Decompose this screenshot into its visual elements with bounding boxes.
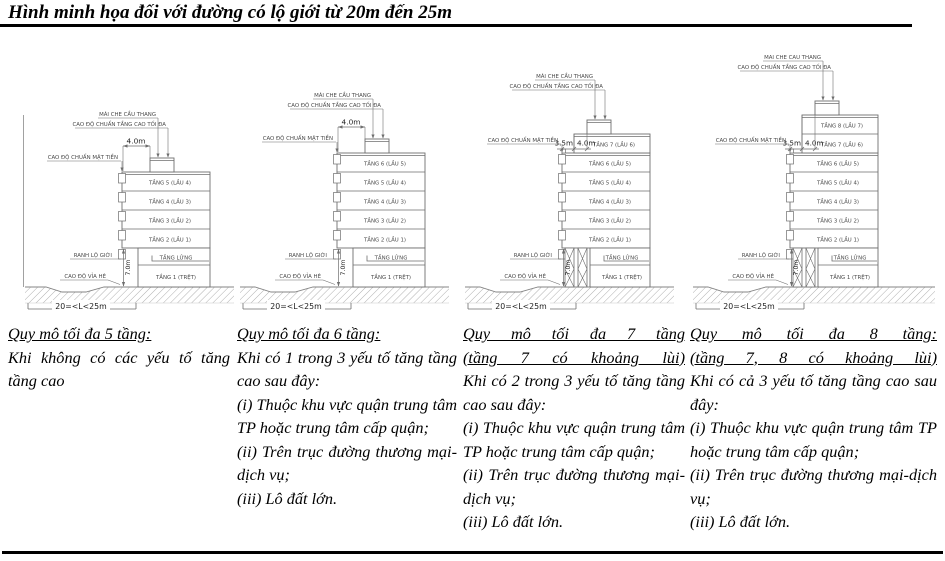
svg-text:TẦNG 5 (LẦU 4): TẦNG 5 (LẦU 4) [816,179,859,187]
building-section-diagram-1: TẦNG 5 (LẦU 4) TẦNG 4 (LẦU 3) TẦNG 3 (LẦU … [22,55,237,317]
building-section-diagram-3: TẦNG 6 (LẦU 5) TẦNG 5 (LẦU 4) TẦNG 4 (LẦU … [462,55,677,317]
svg-text:7.0m: 7.0m [340,260,347,276]
svg-text:CAO ĐỘ CHUẨN TẦNG CAO TỐI ĐA: CAO ĐỘ CHUẨN TẦNG CAO TỐI ĐA [738,63,832,71]
caption-2-body-4: (iii) Lô đất lớn. [237,488,338,508]
svg-text:TẦNG LỬNG: TẦNG LỬNG [159,254,193,262]
caption-3-body-3: (ii) Trên trục đường thương mại-dịch vụ; [463,465,685,508]
svg-text:TẦNG 4 (LẦU 3): TẦNG 4 (LẦU 3) [148,198,191,206]
svg-text:CAO ĐỘ VỈA HÈ: CAO ĐỘ VỈA HÈ [732,272,774,280]
svg-text:CAO ĐỘ CHUẨN MẶT TIỀN: CAO ĐỘ CHUẨN MẶT TIỀN [48,153,118,161]
svg-text:CAO ĐỘ CHUẨN TẦNG CAO TỐI ĐA: CAO ĐỘ CHUẨN TẦNG CAO TỐI ĐA [73,120,167,128]
svg-text:TẦNG 7 (LẦU 6): TẦNG 7 (LẦU 6) [592,141,635,149]
caption-column-3: Quy mô tối đa 7 tầng (tầng 7 có khoảng lù… [463,322,685,534]
caption-1-body-1: Khi không có các yếu tố tăng tầng cao [8,347,230,391]
svg-text:RANH LỘ GIỚI: RANH LỘ GIỚI [742,252,781,259]
svg-text:TẦNG 6 (LẦU 5): TẦNG 6 (LẦU 5) [816,160,859,168]
svg-text:TẦNG 4 (LẦU 3): TẦNG 4 (LẦU 3) [363,198,406,206]
svg-text:TẦNG 2 (LẦU 1): TẦNG 2 (LẦU 1) [148,236,191,244]
svg-text:TẦNG 3 (LẦU 2): TẦNG 3 (LẦU 2) [363,217,406,225]
caption-4-body-4: (iii) Lô đất lớn. [690,512,791,531]
caption-4-title-2: (tầng 7, 8 có khoảng lùi) [690,347,937,367]
svg-text:TẦNG 5 (LẦU 4): TẦNG 5 (LẦU 4) [363,179,406,187]
svg-text:CAO ĐỘ VỈA HÈ: CAO ĐỘ VỈA HÈ [279,272,321,280]
svg-text:TẦNG 5 (LẦU 4): TẦNG 5 (LẦU 4) [148,179,191,187]
caption-4-body-3: (ii) Trên trục đường thương mại-dịch vụ; [690,465,937,508]
svg-text:CAO ĐỘ CHUẨN TẦNG CAO TỐI ĐA: CAO ĐỘ CHUẨN TẦNG CAO TỐI ĐA [510,82,604,90]
caption-2-title-1: Quy mô tối đa 6 tầng: [237,324,381,343]
svg-text:20=<L<25m: 20=<L<25m [723,302,774,311]
svg-text:TẦNG 7 (LẦU 6): TẦNG 7 (LẦU 6) [820,141,863,149]
svg-text:RANH LỘ GIỚI: RANH LỘ GIỚI [514,252,553,259]
svg-text:20=<L<25m: 20=<L<25m [495,302,546,311]
svg-text:TẦNG 8 (LẦU 7): TẦNG 8 (LẦU 7) [820,122,863,130]
svg-text:TẦNG 6 (LẦU 5): TẦNG 6 (LẦU 5) [363,160,406,168]
svg-text:TẦNG LỬNG: TẦNG LỬNG [374,254,408,262]
svg-text:CAO ĐỘ CHUẨN TẦNG CAO TỐI ĐA: CAO ĐỘ CHUẨN TẦNG CAO TỐI ĐA [288,101,382,109]
svg-text:CAO ĐỘ VỈA HÈ: CAO ĐỘ VỈA HÈ [504,272,546,280]
svg-text:CAO ĐỘ CHUẨN MẶT TIỀN: CAO ĐỘ CHUẨN MẶT TIỀN [263,134,333,142]
svg-text:TẦNG 4 (LẦU 3): TẦNG 4 (LẦU 3) [816,198,859,206]
svg-text:CAO ĐỘ CHUẨN MẶT TIỀN: CAO ĐỘ CHUẨN MẶT TIỀN [488,136,558,144]
svg-text:CAO ĐỘ CHUẨN MẶT TIỀN: CAO ĐỘ CHUẨN MẶT TIỀN [716,136,786,144]
svg-text:20=<L<25m: 20=<L<25m [55,302,106,311]
svg-text:TẦNG 2 (LẦU 1): TẦNG 2 (LẦU 1) [816,236,859,244]
svg-text:MÁI CHE CẦU THANG: MÁI CHE CẦU THANG [536,72,593,80]
svg-text:7.0m: 7.0m [565,260,572,276]
caption-column-4: Quy mô tối đa 8 tầng: (tầng 7, 8 có khoản… [690,322,937,534]
caption-2-body-2: (i) Thuộc khu vực quận trung tâm TP hoặc… [237,394,457,438]
svg-text:TẦNG 1 (TRỆT): TẦNG 1 (TRỆT) [155,273,196,281]
caption-3-title-2: (tầng 7 có khoảng lùi) [463,347,685,367]
svg-text:MÁI CHE CẦU THANG: MÁI CHE CẦU THANG [314,91,371,99]
svg-text:20=<L<25m: 20=<L<25m [270,302,321,311]
svg-text:7.0m: 7.0m [125,260,132,276]
caption-2-body-3: (ii) Trên trục đường thương mại-dịch vụ; [237,441,457,485]
svg-text:TẦNG 2 (LẦU 1): TẦNG 2 (LẦU 1) [588,236,631,244]
page-title: Hình minh họa đối với đường có lộ giới t… [8,2,452,23]
caption-3-title-1: Quy mô tối đa 7 tầng [463,324,685,343]
svg-text:TẦNG 3 (LẦU 2): TẦNG 3 (LẦU 2) [148,217,191,225]
svg-text:RANH LỘ GIỚI: RANH LỘ GIỚI [74,252,113,259]
section-max-8-floors: TẦNG 6 (LẦU 5) TẦNG 5 (LẦU 4) TẦNG 4 (LẦU … [693,55,935,311]
svg-text:3.5m: 3.5m [555,139,573,148]
bottom-border-rule [2,551,943,554]
caption-column-1: Quy mô tối đa 5 tầng: Khi không có các yế… [8,322,230,393]
caption-column-2: Quy mô tối đa 6 tầng: Khi có 1 trong 3 yế… [237,322,457,510]
caption-3-body-1: Khi có 2 trong 3 yếu tố tăng tầng cao sa… [463,371,685,414]
svg-text:MÁI CHE CẦU THANG: MÁI CHE CẦU THANG [99,110,156,118]
svg-text:TẦNG 4 (LẦU 3): TẦNG 4 (LẦU 3) [588,198,631,206]
svg-text:MÁI CHE CẦU THANG: MÁI CHE CẦU THANG [764,55,821,61]
svg-text:TẦNG 6 (LẦU 5): TẦNG 6 (LẦU 5) [588,160,631,168]
svg-text:CAO ĐỘ VỈA HÈ: CAO ĐỘ VỈA HÈ [64,272,106,280]
caption-1-title-1: Quy mô tối đa 5 tầng: [8,324,152,343]
section-max-7-floors: TẦNG 6 (LẦU 5) TẦNG 5 (LẦU 4) TẦNG 4 (LẦU … [465,72,674,311]
section-max-5-floors: TẦNG 5 (LẦU 4) TẦNG 4 (LẦU 3) TẦNG 3 (LẦU … [23,110,234,311]
svg-text:TẦNG LỬNG: TẦNG LỬNG [833,254,867,262]
svg-text:TẦNG 5 (LẦU 4): TẦNG 5 (LẦU 4) [588,179,631,187]
svg-text:TẦNG 1 (TRỆT): TẦNG 1 (TRỆT) [370,273,411,281]
svg-text:RANH LỘ GIỚI: RANH LỘ GIỚI [289,252,328,259]
section-max-6-floors: TẦNG 6 (LẦU 5) TẦNG 5 (LẦU 4) TẦNG 4 (LẦU … [240,91,449,311]
caption-4-body-2: (i) Thuộc khu vực quận trung tâm TP hoặc… [690,418,937,461]
svg-text:3.5m: 3.5m [783,139,801,148]
svg-text:7.0m: 7.0m [793,260,800,276]
caption-3-body-4: (iii) Lô đất lớn. [463,512,564,531]
caption-4-body-1: Khi có cả 3 yếu tố tăng tầng cao sau đây… [690,371,937,414]
svg-text:4.0m: 4.0m [342,118,361,127]
building-section-diagram-4: TẦNG 6 (LẦU 5) TẦNG 5 (LẦU 4) TẦNG 4 (LẦU … [690,55,938,317]
svg-text:TẦNG 1 (TRỆT): TẦNG 1 (TRỆT) [829,273,870,281]
caption-2-body-1: Khi có 1 trong 3 yếu tố tăng tầng cao sa… [237,347,457,391]
caption-3-body-2: (i) Thuộc khu vực quận trung tâm TP hoặc… [463,418,685,461]
svg-text:TẦNG 1 (TRỆT): TẦNG 1 (TRỆT) [601,273,642,281]
caption-4-title-1: Quy mô tối đa 8 tầng: [690,324,937,343]
building-section-diagram-2: TẦNG 6 (LẦU 5) TẦNG 5 (LẦU 4) TẦNG 4 (LẦU … [237,55,452,317]
title-underline-rule [0,24,912,27]
svg-text:TẦNG 2 (LẦU 1): TẦNG 2 (LẦU 1) [363,236,406,244]
svg-text:TẦNG 3 (LẦU 2): TẦNG 3 (LẦU 2) [816,217,859,225]
svg-text:4.0m: 4.0m [127,137,146,146]
svg-text:4.0m: 4.0m [805,139,823,148]
svg-text:TẦNG 3 (LẦU 2): TẦNG 3 (LẦU 2) [588,217,631,225]
svg-text:TẦNG LỬNG: TẦNG LỬNG [605,254,639,262]
svg-text:4.0m: 4.0m [577,139,595,148]
